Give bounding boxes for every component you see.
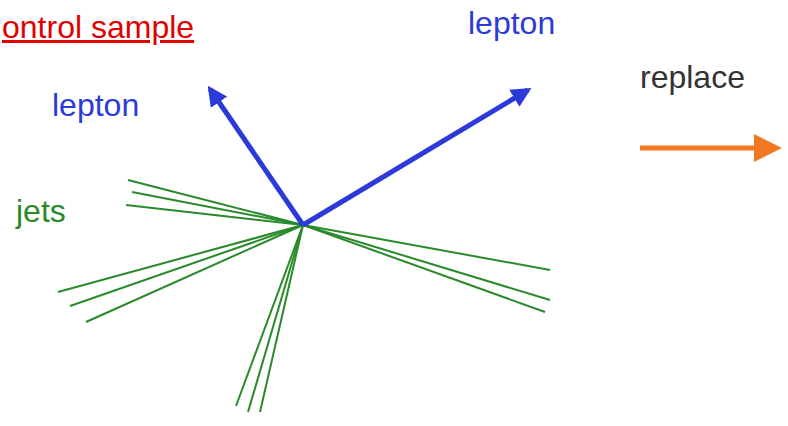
lepton-arrows <box>210 89 528 225</box>
particle-label: jets <box>16 194 66 229</box>
particle-label: lepton <box>52 88 139 123</box>
section-heading: ontrol sample <box>2 10 194 45</box>
jet-lines <box>58 180 550 412</box>
replace-arrow <box>640 134 782 162</box>
action-label: replace <box>640 60 745 95</box>
particle-label: lepton <box>468 6 555 41</box>
